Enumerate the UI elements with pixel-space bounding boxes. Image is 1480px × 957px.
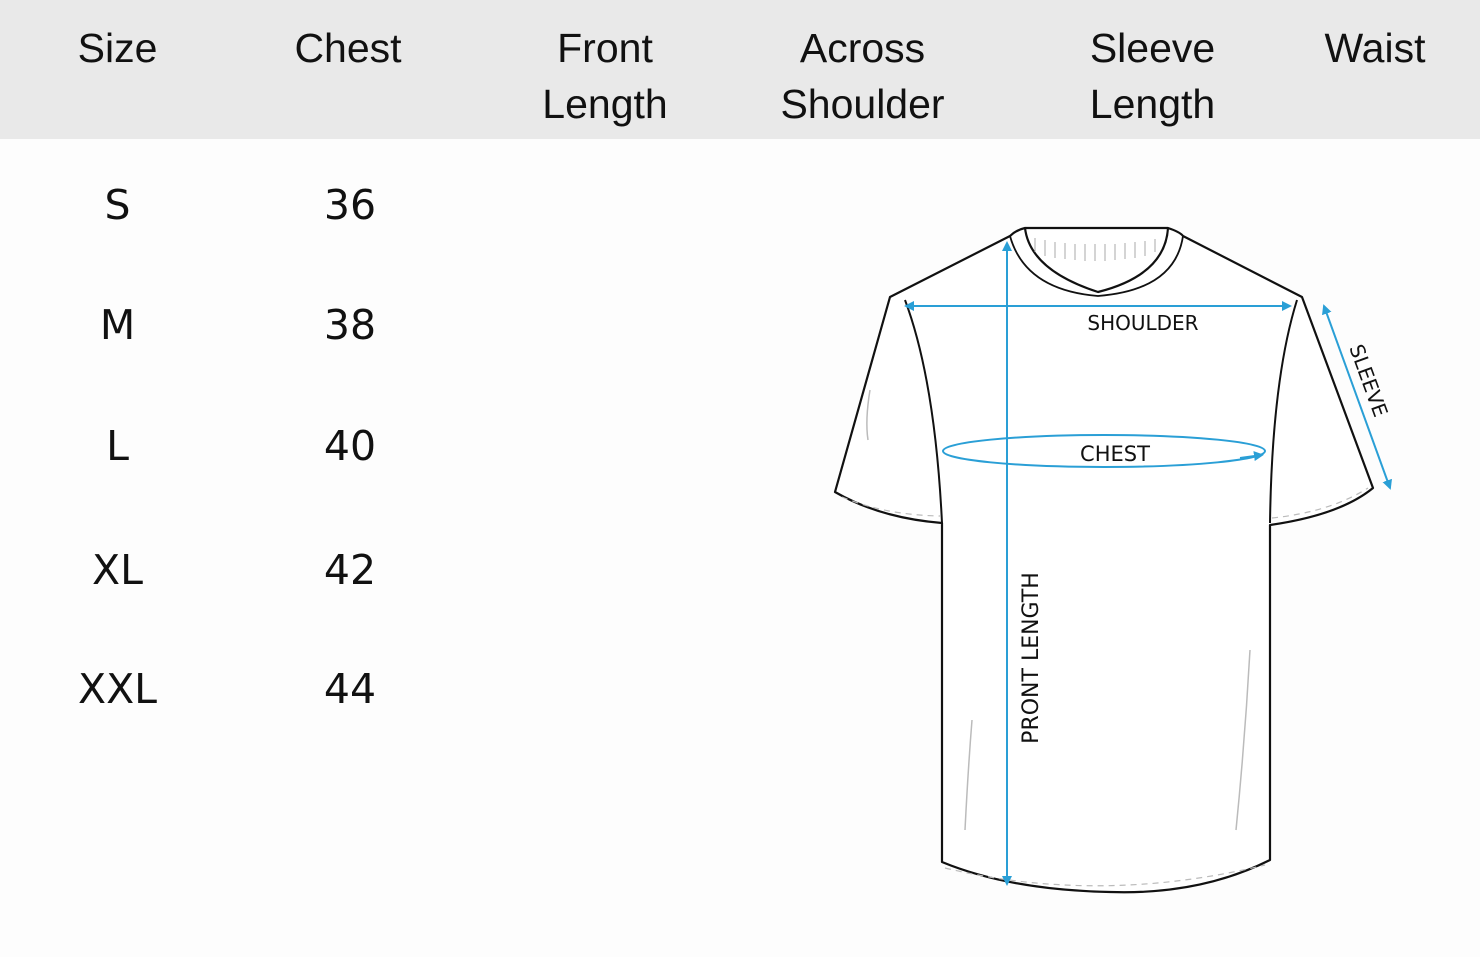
chest-ellipse: [942, 434, 1266, 468]
chest-label: CHEST: [1080, 442, 1150, 466]
row-m-size: M: [99, 301, 136, 349]
tshirt-illustration: SHOULDER CHEST SLEEVE PRONT LENGTH: [833, 226, 1393, 894]
row-xl-chest: 42: [323, 546, 377, 594]
row-s-size: S: [104, 181, 131, 229]
column-header-sleeve-length: Sleeve Length: [1089, 25, 1216, 127]
row-l-size: L: [106, 422, 129, 470]
sleeve-arrow: [1322, 304, 1392, 490]
row-m-chest: 38: [323, 301, 377, 349]
column-header-size: Size: [77, 25, 158, 71]
row-xxl-chest: 44: [323, 665, 377, 713]
column-header-front-length: Front Length: [542, 25, 668, 127]
column-header-chest: Chest: [294, 25, 402, 71]
shoulder-label: SHOULDER: [1087, 311, 1198, 335]
tshirt-measurement-diagram: SHOULDER CHEST SLEEVE PRONT LENGTH: [820, 215, 1420, 915]
row-l-chest: 40: [323, 422, 377, 470]
row-xl-size: XL: [92, 546, 143, 594]
front-length-label: PRONT LENGTH: [1019, 572, 1044, 744]
measurement-guides: [904, 241, 1392, 886]
size-chart-header: Size Chest Front Length Across Shoulder …: [0, 0, 1480, 139]
collar-ribbing: [1034, 238, 1156, 261]
row-s-chest: 36: [323, 181, 377, 229]
hem-stitching: [841, 487, 1369, 887]
column-header-waist: Waist: [1324, 25, 1426, 71]
column-header-across-shoulder: Across Shoulder: [780, 25, 945, 127]
row-xxl-size: XXL: [77, 665, 158, 713]
